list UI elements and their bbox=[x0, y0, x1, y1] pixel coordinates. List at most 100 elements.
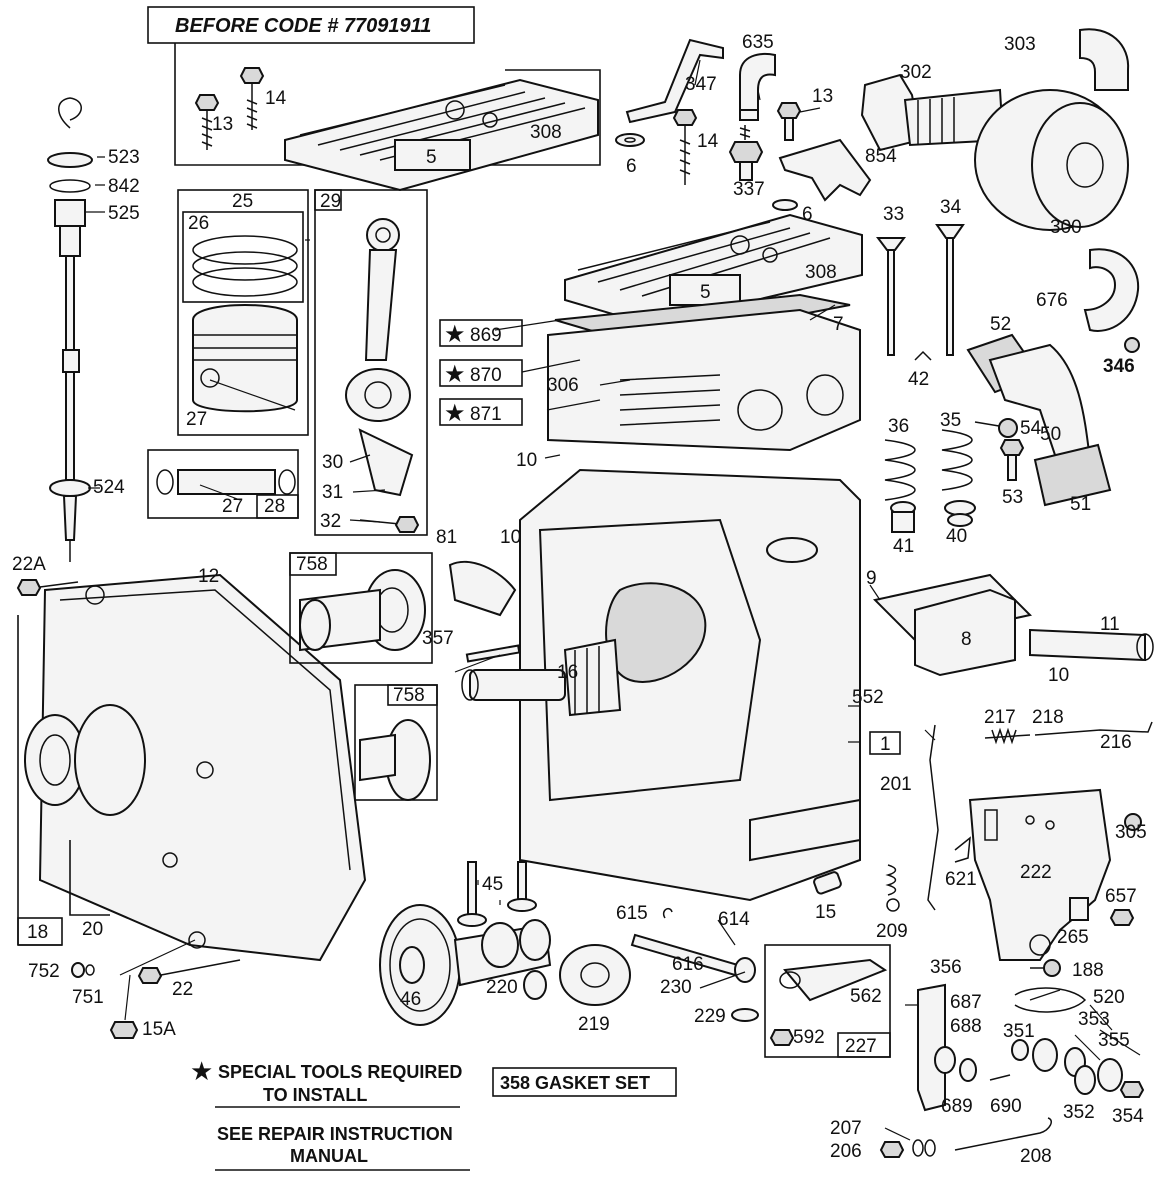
label-689: 689 bbox=[941, 1096, 973, 1117]
box-18-20 bbox=[17, 615, 110, 946]
spring-36 bbox=[884, 439, 916, 501]
label-45: 45 bbox=[482, 874, 503, 895]
bracket-687 bbox=[917, 983, 946, 1112]
bracket-347 bbox=[625, 38, 724, 124]
spring-209 bbox=[885, 864, 900, 912]
label-842: 842 bbox=[108, 176, 140, 197]
nut-15a bbox=[109, 1021, 139, 1039]
label-562: 562 bbox=[850, 986, 882, 1007]
elbow-303 bbox=[1079, 28, 1130, 91]
link-216 bbox=[1034, 721, 1153, 736]
repair-text-2: MANUAL bbox=[290, 1146, 368, 1166]
label-218: 218 bbox=[1032, 707, 1064, 728]
washer-6-b bbox=[772, 199, 798, 211]
valve-key-42 bbox=[914, 350, 932, 361]
screw-305 bbox=[1124, 813, 1142, 831]
star-box-869: ★ 869 bbox=[439, 319, 523, 348]
label-32: 32 bbox=[320, 511, 341, 532]
label-188: 188 bbox=[1072, 960, 1104, 981]
before-code-note: BEFORE CODE # 77091911 bbox=[175, 15, 431, 37]
label-8: 8 bbox=[961, 629, 972, 650]
crankshaft-16 bbox=[461, 638, 622, 717]
cam-gear-box-a bbox=[289, 552, 433, 664]
before-code-box: BEFORE CODE # 77091911 bbox=[147, 6, 601, 166]
disc-353 bbox=[1032, 1038, 1058, 1072]
label-54: 54 bbox=[1020, 418, 1042, 439]
label-13-b: 13 bbox=[812, 86, 833, 107]
link-356 bbox=[1014, 987, 1087, 1013]
label-26: 26 bbox=[188, 213, 209, 234]
screw-188 bbox=[1030, 959, 1061, 977]
cylinder-head-old bbox=[284, 78, 599, 192]
label-621: 621 bbox=[945, 869, 977, 890]
label-27-b: 27 bbox=[222, 496, 243, 517]
label-676: 676 bbox=[1036, 290, 1068, 311]
link-208 bbox=[954, 1117, 1052, 1151]
elbow-635 bbox=[739, 53, 776, 121]
bracket-854 bbox=[778, 138, 872, 202]
governor-81 bbox=[448, 560, 517, 617]
screw-346 bbox=[1124, 337, 1140, 353]
label-14-b: 14 bbox=[697, 131, 719, 152]
label-688: 688 bbox=[950, 1016, 982, 1037]
engine-block bbox=[519, 308, 861, 902]
label-42: 42 bbox=[908, 369, 929, 390]
valve-33 bbox=[876, 237, 906, 356]
label-6-b: 6 bbox=[802, 204, 813, 225]
label-14-a: 14 bbox=[265, 88, 287, 109]
label-1: 1 bbox=[880, 734, 891, 755]
bolt-53 bbox=[999, 439, 1025, 481]
label-355: 355 bbox=[1098, 1030, 1130, 1051]
screw-54 bbox=[974, 418, 1018, 438]
label-41: 41 bbox=[893, 536, 914, 557]
label-36: 36 bbox=[888, 416, 909, 437]
bolt-14-b bbox=[672, 109, 698, 185]
valve-34 bbox=[935, 224, 965, 356]
plug-752 bbox=[71, 962, 95, 978]
star-icon: ★ bbox=[444, 400, 466, 427]
label-657: 657 bbox=[1105, 886, 1137, 907]
label-206: 206 bbox=[830, 1141, 862, 1162]
label-265: 265 bbox=[1057, 927, 1089, 948]
label-18: 18 bbox=[27, 922, 48, 943]
label-303: 303 bbox=[1004, 34, 1036, 55]
label-20: 20 bbox=[82, 919, 103, 940]
screw-657 bbox=[1109, 909, 1135, 926]
cam-gear-box-b bbox=[354, 684, 438, 801]
label-5-b: 5 bbox=[700, 282, 711, 303]
label-357: 357 bbox=[422, 628, 454, 649]
label-50: 50 bbox=[1040, 424, 1061, 445]
label-25: 25 bbox=[232, 191, 253, 212]
link-201 bbox=[927, 724, 939, 911]
washer-689 bbox=[959, 1058, 977, 1082]
label-217: 217 bbox=[984, 707, 1016, 728]
knob-351 bbox=[1011, 1039, 1029, 1061]
plug-15 bbox=[813, 871, 842, 895]
label-523: 523 bbox=[108, 147, 140, 168]
label-614: 614 bbox=[718, 909, 750, 930]
label-31: 31 bbox=[322, 482, 343, 503]
star-icon: ★ bbox=[444, 361, 466, 388]
label-15a: 15A bbox=[142, 1019, 176, 1040]
label-615: 615 bbox=[616, 903, 648, 924]
lever-box-227 bbox=[764, 944, 891, 1058]
nut-354 bbox=[1119, 1081, 1145, 1098]
muffler-assembly bbox=[860, 73, 1129, 231]
label-46: 46 bbox=[400, 989, 421, 1010]
label-30: 30 bbox=[322, 452, 343, 473]
label-222: 222 bbox=[1020, 862, 1052, 883]
disc-520 bbox=[1097, 1058, 1123, 1092]
connecting-rod-box bbox=[314, 189, 428, 536]
camshaft bbox=[453, 919, 552, 987]
label-201: 201 bbox=[880, 774, 912, 795]
label-300: 300 bbox=[1050, 217, 1082, 238]
label-220: 220 bbox=[486, 977, 518, 998]
label-6-a: 6 bbox=[626, 156, 637, 177]
label-353: 353 bbox=[1078, 1009, 1110, 1030]
label-354: 354 bbox=[1112, 1106, 1144, 1127]
label-592: 592 bbox=[793, 1027, 825, 1048]
screw-690 bbox=[989, 1074, 1011, 1081]
star-icon: ★ bbox=[444, 321, 466, 348]
sump-cover bbox=[24, 573, 367, 962]
